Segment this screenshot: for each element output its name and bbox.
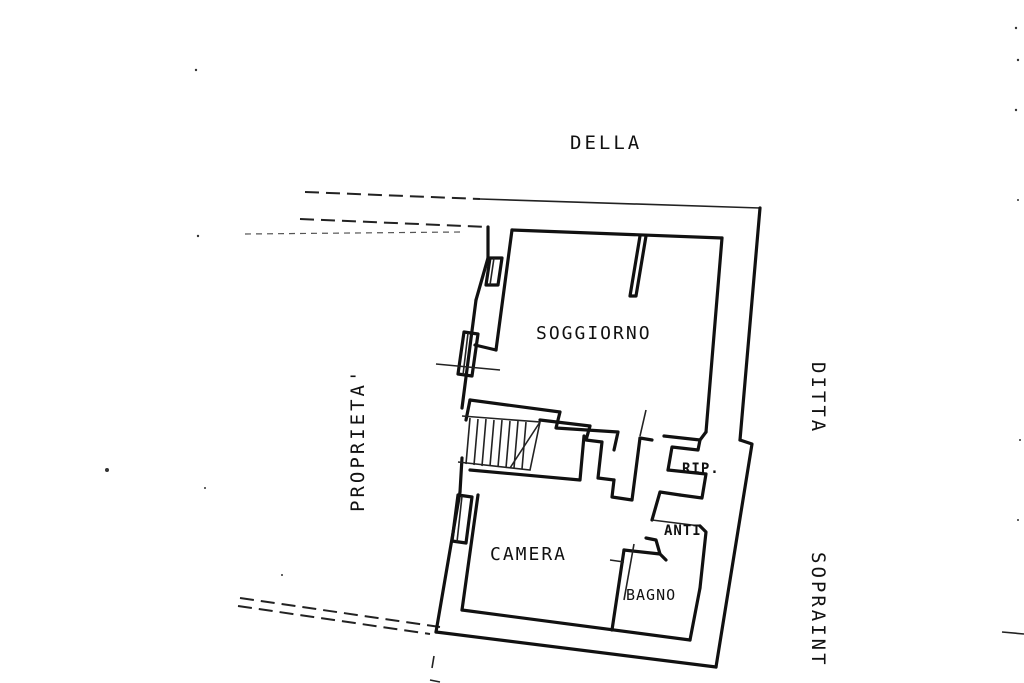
room-label-anti: ANTI <box>664 523 702 539</box>
outer-walls <box>434 206 762 669</box>
label-ditta: DITTA <box>807 362 829 434</box>
room-label-soggiorno: SOGGIORNO <box>536 323 652 344</box>
windows <box>435 256 504 545</box>
label-sopraint: SOPRAINT <box>807 552 829 668</box>
property-lines <box>237 191 761 635</box>
scan-specks <box>105 26 1024 683</box>
room-label-camera: CAMERA <box>490 544 567 565</box>
room-label-bagno: BAGNO <box>626 586 676 604</box>
label-proprieta: PROPRIETA' <box>347 368 369 512</box>
room-label-rip: RIP. <box>682 461 720 477</box>
label-della: DELLA <box>570 132 642 154</box>
interior-walls <box>457 234 708 632</box>
